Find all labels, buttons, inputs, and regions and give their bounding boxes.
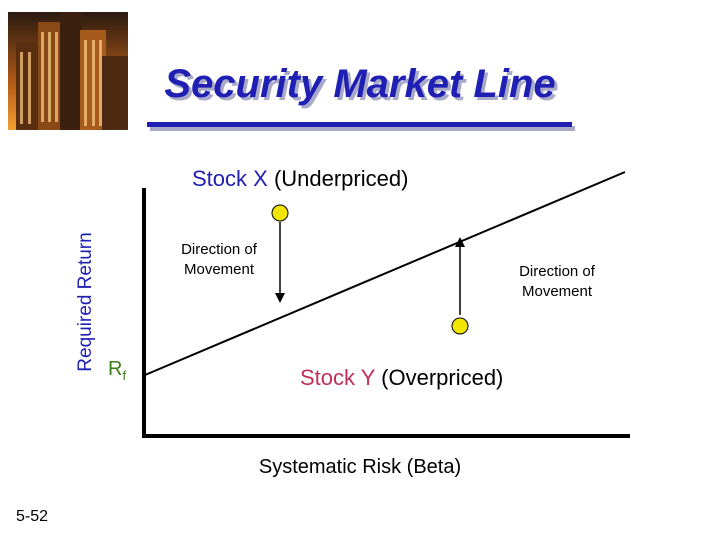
direction-line1: Direction of xyxy=(181,241,257,258)
direction-line2: Movement xyxy=(521,283,593,300)
stock-x-label: Stock X (Underpriced) xyxy=(192,166,408,192)
risk-free-label: Rf xyxy=(108,358,126,383)
slide-number: 5-52 xyxy=(16,508,49,525)
stock-y-name: Stock Y xyxy=(300,365,376,390)
y-axis xyxy=(142,188,146,438)
x-axis xyxy=(142,434,630,438)
stock-y-point xyxy=(451,317,469,335)
skyscraper-logo xyxy=(8,12,128,130)
security-market-line xyxy=(144,171,626,376)
direction-label-stock-x: Direction of Movement xyxy=(168,240,270,280)
stock-y-status: (Overpriced) xyxy=(381,365,504,390)
direction-label-stock-y: Direction of Movement xyxy=(506,262,608,302)
direction-line1: Direction of xyxy=(519,263,595,280)
title-underline xyxy=(147,122,572,127)
slide-title: Security Market Line xyxy=(164,62,556,106)
rf-subscript: f xyxy=(122,368,127,383)
stock-y-label: Stock Y (Overpriced) xyxy=(300,365,503,391)
stock-x-status: (Underpriced) xyxy=(273,166,409,191)
x-axis-label: Systematic Risk (Beta) xyxy=(258,456,462,478)
stock-x-point xyxy=(271,204,289,222)
title-underline-shadow xyxy=(150,126,575,131)
rf-symbol: R xyxy=(108,358,123,380)
direction-line2: Movement xyxy=(183,261,255,278)
stock-x-name: Stock X xyxy=(192,166,268,191)
